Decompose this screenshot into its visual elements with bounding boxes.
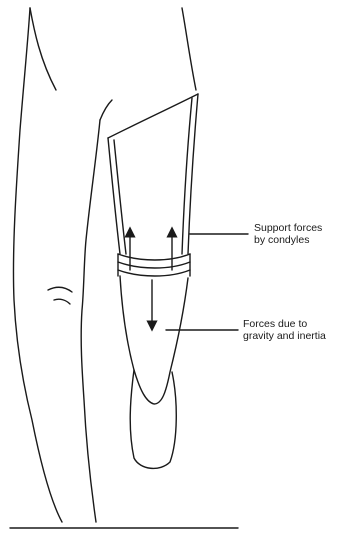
prosthetic-socket — [108, 94, 198, 254]
gravity-forces-label-line2: gravity and inertia — [243, 330, 326, 342]
gravity-forces-label-line1: Forces due to — [243, 318, 326, 330]
support-forces-label-line1: Support forces — [254, 222, 322, 234]
knee-crease — [48, 287, 72, 292]
condyle-band — [118, 254, 190, 276]
support-forces-label: Support forces by condyles — [254, 222, 322, 246]
sound-leg-outline — [13, 8, 100, 522]
knee-crease — [54, 299, 70, 304]
support-force-arrows — [130, 232, 172, 270]
annotation-leaders — [166, 234, 248, 330]
gravity-forces-label: Forces due to gravity and inertia — [243, 318, 326, 342]
residual-thigh-outline — [30, 8, 196, 120]
prosthetic-foot — [130, 370, 176, 468]
prosthetic-shank — [120, 276, 188, 404]
support-forces-label-line2: by condyles — [254, 234, 322, 246]
